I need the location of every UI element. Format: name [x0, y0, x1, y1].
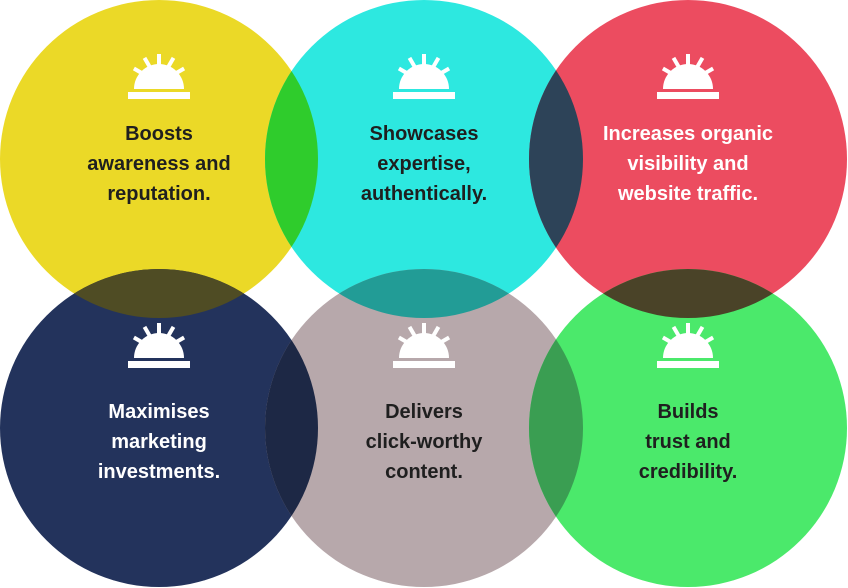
label-navy: Maximises marketing investments.: [97, 401, 221, 483]
circle-red: [529, 0, 847, 318]
circle-taupe: [265, 269, 583, 587]
circle-cyan: [265, 0, 583, 318]
label-taupe: Delivers click-worthy content.: [365, 401, 483, 483]
circle-green: [529, 269, 847, 587]
label-yellow: Boosts awareness and reputation.: [87, 123, 231, 205]
label-red: Increases organic visibility and website…: [602, 123, 774, 205]
circle-yellow: [0, 0, 318, 318]
label-green: Builds trust and credibility.: [638, 401, 738, 483]
label-cyan: Showcases expertise, authentically.: [360, 123, 488, 205]
circle-navy: [0, 269, 318, 587]
